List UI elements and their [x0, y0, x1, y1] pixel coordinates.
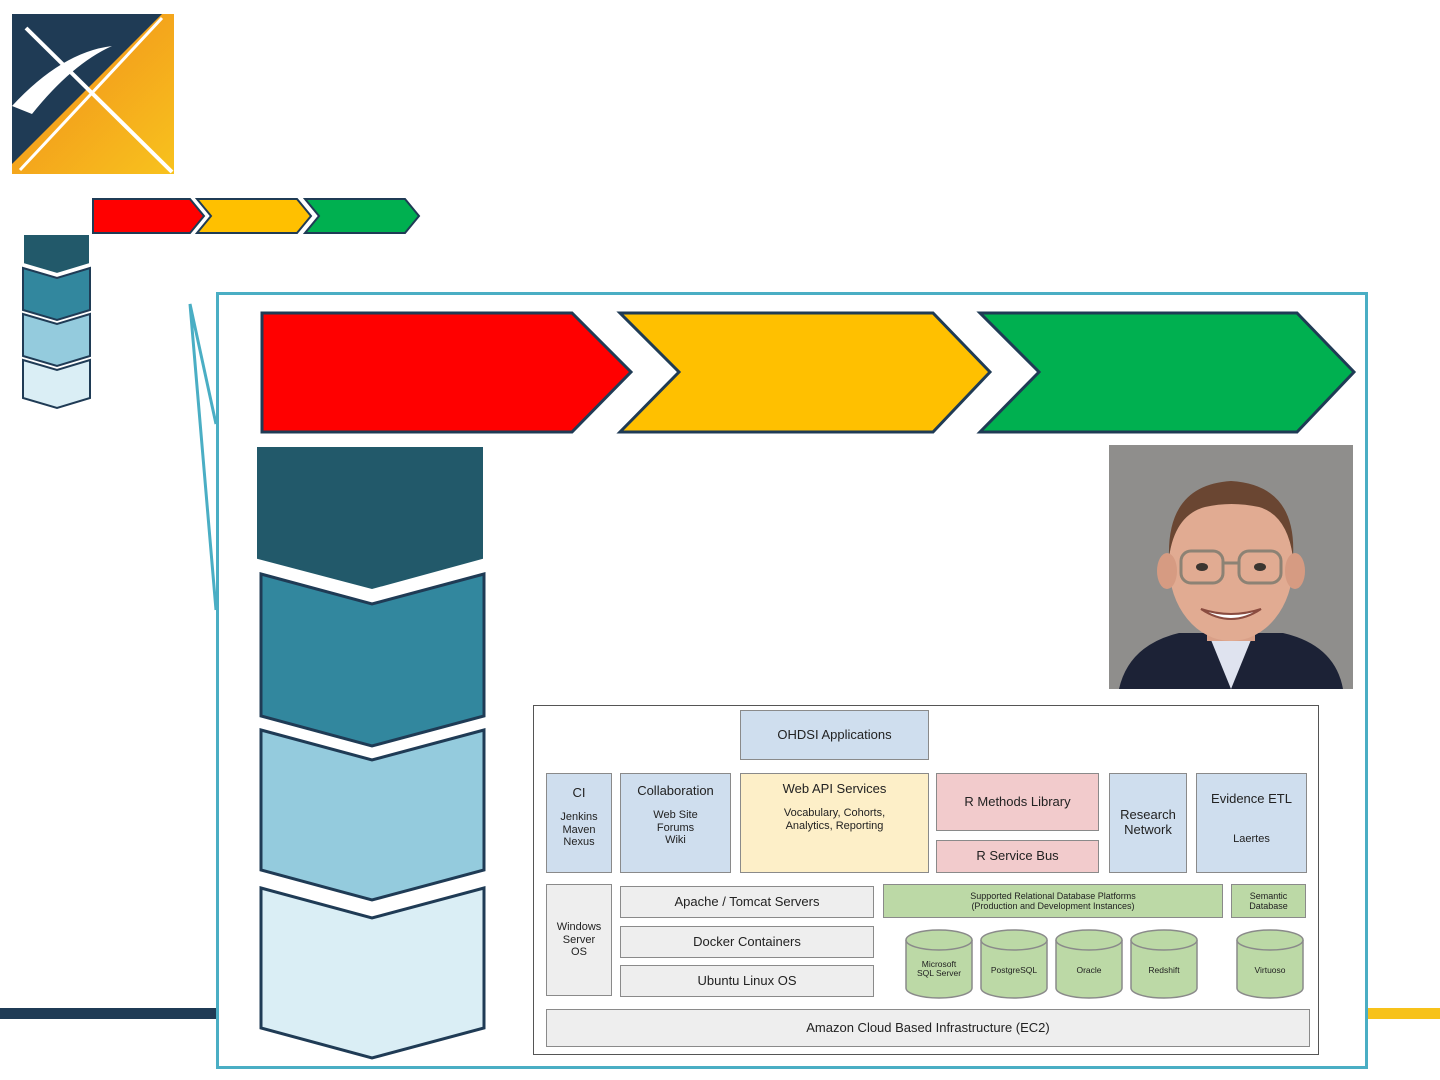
large-chevron-row — [260, 311, 1357, 434]
large-vchevron-2 — [259, 572, 486, 748]
db-cylinder-sqlserver: Microsoft SQL Server — [904, 928, 974, 1000]
ubuntu-box: Ubuntu Linux OS — [620, 965, 874, 997]
web-api-box: Web API Services Vocabulary, Cohorts, An… — [740, 773, 929, 873]
windows-server-box: Windows Server OS — [546, 884, 612, 996]
db-label-sqlserver: Microsoft SQL Server — [916, 959, 962, 979]
small-chevron-green — [302, 198, 421, 234]
ci-box: CI Jenkins Maven Nexus — [546, 773, 612, 873]
collaboration-box: Collaboration Web Site Forums Wiki — [620, 773, 731, 873]
research-network-box: Research Network — [1109, 773, 1187, 873]
ohdsi-logo-icon — [12, 14, 174, 174]
large-chevron-green — [976, 311, 1357, 434]
small-vchevron-2 — [22, 266, 91, 322]
web-api-items: Vocabulary, Cohorts, Analytics, Reportin… — [783, 806, 886, 832]
small-chevron-column — [22, 233, 91, 410]
research-network-label: Research Network — [1120, 807, 1176, 837]
database-cylinder-icon — [1130, 929, 1198, 999]
windows-server-label: Windows Server OS — [556, 921, 602, 959]
db-cylinder-redshift: Redshift — [1129, 928, 1199, 1000]
person-portrait-icon — [1109, 445, 1353, 689]
large-vchevron-3 — [259, 728, 486, 902]
rdb-platforms-label: Supported Relational Database Platforms … — [970, 890, 1136, 911]
evidence-etl-items: Laertes — [1233, 832, 1270, 845]
small-vchevron-1 — [22, 233, 91, 276]
architecture-diagram: OHDSI Applications CI Jenkins Maven Nexu… — [533, 705, 1319, 1055]
small-vchevron-4 — [22, 358, 91, 410]
semantic-database-label: Semantic Database — [1249, 890, 1288, 911]
database-cylinder-icon — [905, 929, 973, 999]
collaboration-title: Collaboration — [637, 783, 714, 798]
evidence-etl-box: Evidence ETL Laertes — [1196, 773, 1307, 873]
zoom-frame — [216, 292, 1368, 1069]
small-chevron-row — [92, 198, 421, 234]
small-chevron-amber — [194, 198, 313, 234]
ohdsi-applications-label: OHDSI Applications — [777, 726, 892, 742]
small-chevron-red — [92, 198, 206, 234]
db-label-redshift: Redshift — [1148, 965, 1180, 975]
large-vchevron-1 — [257, 447, 483, 590]
rdb-platforms-box: Supported Relational Database Platforms … — [883, 884, 1223, 918]
large-vchevron-4 — [259, 886, 486, 1060]
small-vchevron-3 — [22, 312, 91, 368]
large-chevron-amber — [616, 311, 993, 434]
apache-tomcat-box: Apache / Tomcat Servers — [620, 886, 874, 918]
db-label-virtuoso: Virtuoso — [1254, 965, 1286, 975]
amazon-ec2-label: Amazon Cloud Based Infrastructure (EC2) — [806, 1019, 1050, 1035]
ohdsi-applications-box: OHDSI Applications — [740, 710, 929, 760]
db-cylinder-oracle: Oracle — [1054, 928, 1124, 1000]
large-chevron-column — [257, 447, 486, 1060]
db-label-oracle: Oracle — [1076, 965, 1102, 975]
ci-title: CI — [572, 785, 586, 800]
amazon-ec2-box: Amazon Cloud Based Infrastructure (EC2) — [546, 1009, 1310, 1047]
db-cylinder-postgresql: PostgreSQL — [979, 928, 1049, 1000]
bottom-navy-line — [0, 1008, 216, 1019]
db-cylinder-virtuoso: Virtuoso — [1235, 928, 1305, 1000]
database-cylinder-icon — [1055, 929, 1123, 999]
semantic-database-box: Semantic Database — [1231, 884, 1306, 918]
r-service-bus-box: R Service Bus — [936, 840, 1099, 873]
evidence-etl-title: Evidence ETL — [1211, 791, 1292, 806]
database-cylinder-icon — [980, 929, 1048, 999]
bottom-yellow-line — [1368, 1008, 1440, 1019]
web-api-title: Web API Services — [782, 781, 887, 796]
docker-label: Docker Containers — [693, 933, 801, 949]
docker-box: Docker Containers — [620, 926, 874, 958]
database-cylinder-icon — [1236, 929, 1304, 999]
r-methods-box: R Methods Library — [936, 773, 1099, 831]
ubuntu-label: Ubuntu Linux OS — [697, 972, 797, 988]
collaboration-items: Web Site Forums Wiki — [653, 808, 698, 847]
apache-tomcat-label: Apache / Tomcat Servers — [674, 893, 820, 909]
r-methods-label: R Methods Library — [964, 793, 1071, 809]
r-service-bus-label: R Service Bus — [976, 848, 1059, 864]
large-chevron-red — [260, 311, 634, 434]
db-label-postgresql: PostgreSQL — [990, 965, 1038, 975]
ci-items: Jenkins Maven Nexus — [560, 810, 598, 849]
